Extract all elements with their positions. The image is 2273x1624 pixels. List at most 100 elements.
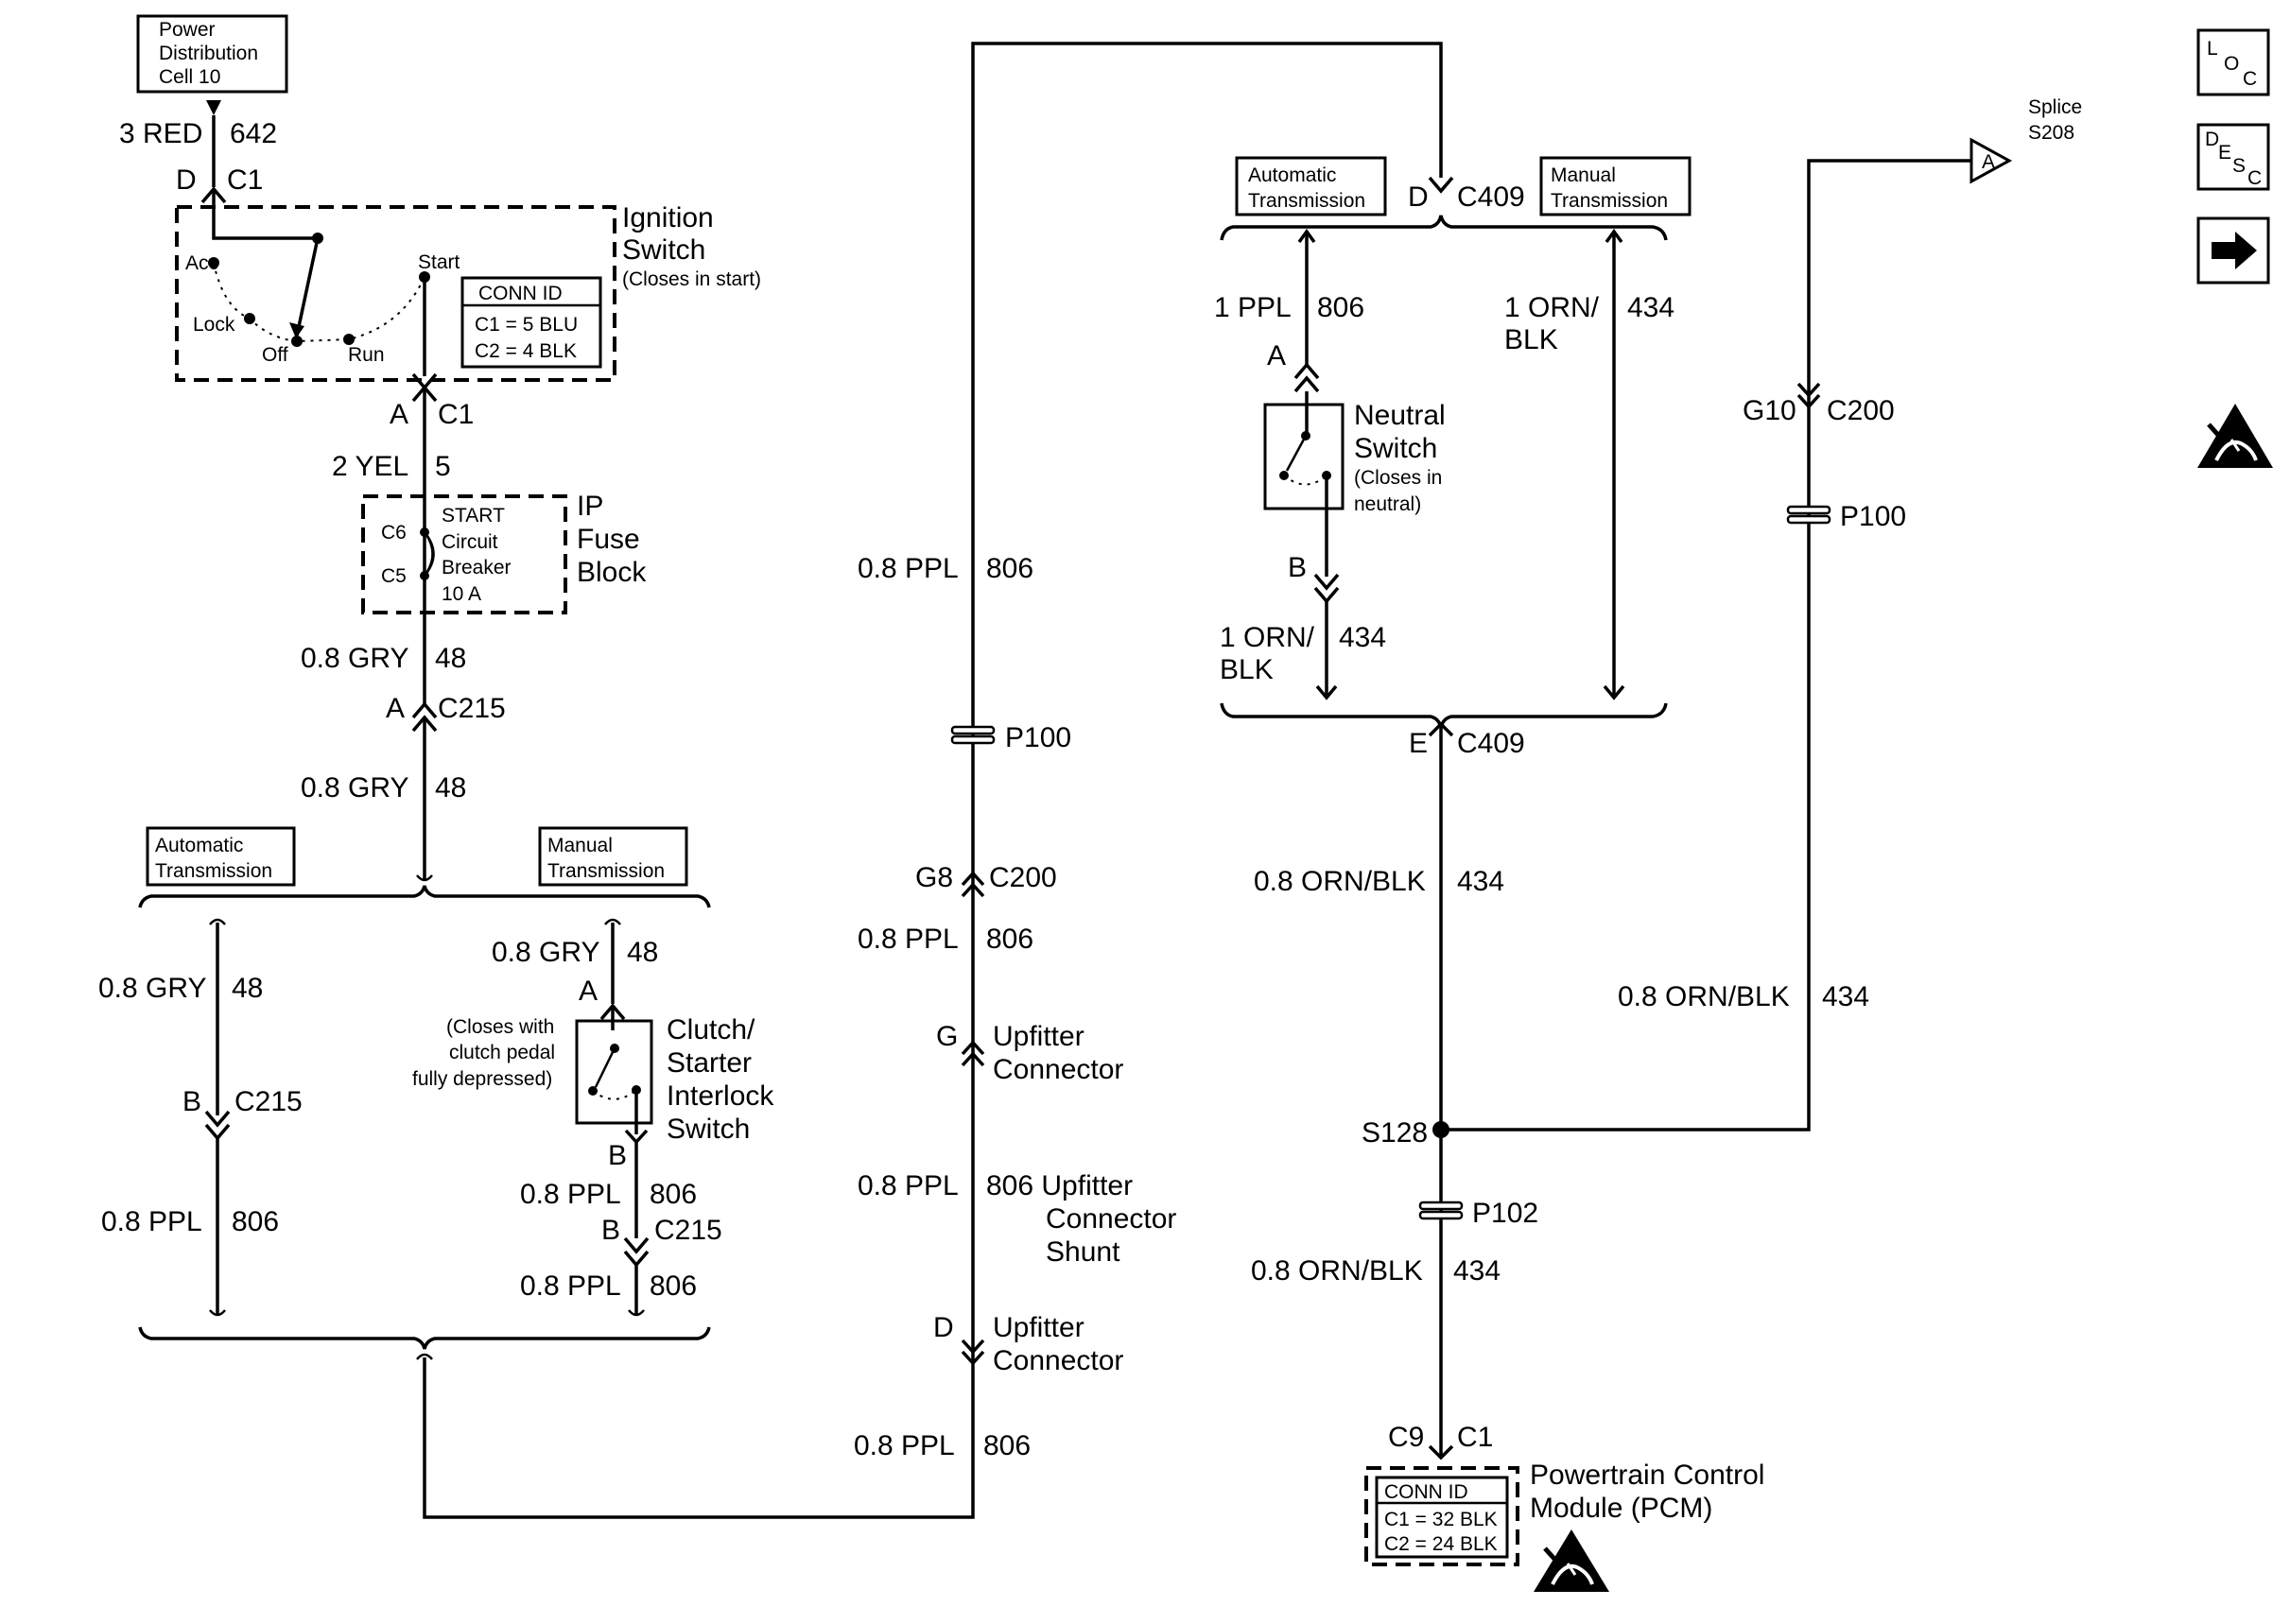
clutch-switch-title: Interlock (667, 1080, 774, 1112)
description-button[interactable]: D E S C (2196, 123, 2270, 191)
splice-ref-letter: A (1982, 151, 1995, 173)
breaker-label: Breaker (442, 557, 512, 579)
splice-label: S128 (1362, 1117, 1428, 1149)
auto-trans-left-box: Automatic Transmission (146, 826, 296, 887)
ip-fuse-block-title: Fuse (577, 524, 640, 555)
wire-color-label: 0.8 GRY (301, 643, 409, 674)
clutch-switch-title: Clutch/ (667, 1014, 755, 1045)
svg-text:C1 = 32 BLK: C1 = 32 BLK (1384, 1509, 1498, 1530)
pass-through-label: P102 (1472, 1198, 1538, 1229)
run-label: Run (348, 344, 385, 366)
ip-fuse-block-box (361, 494, 567, 614)
wire-color-label: 0.8 ORN/BLK (1254, 866, 1426, 897)
pin-label: G10 (1743, 395, 1796, 426)
splice-ref-label: S208 (2028, 122, 2074, 144)
wire-color-label: 0.8 GRY (98, 973, 207, 1004)
circuit-number-label: 48 (435, 772, 466, 803)
circuit-number-label: 434 (1627, 292, 1674, 323)
svg-text:L: L (2207, 38, 2218, 60)
circuit-number-label: 642 (230, 118, 277, 149)
splice-ref-triangle (1969, 137, 2013, 184)
clutch-note: clutch pedal (449, 1042, 555, 1063)
pin-label: D (1408, 181, 1429, 213)
svg-text:C1 = 5 BLU: C1 = 5 BLU (475, 314, 578, 336)
connector-label: C200 (989, 862, 1057, 893)
ignition-switch-box (175, 205, 616, 382)
wire-color-label: 1 PPL (1214, 292, 1292, 323)
wire-color-label: 0.8 ORN/BLK (1618, 981, 1790, 1012)
svg-text:C: C (2243, 68, 2257, 90)
wire-color-label: 0.8 PPL (520, 1270, 621, 1302)
svg-text:C2 = 24 BLK: C2 = 24 BLK (1384, 1533, 1498, 1555)
circuit-number-label: 48 (232, 973, 263, 1004)
neutral-switch-note: neutral) (1354, 493, 1421, 515)
wire-color-label: 0.8 PPL (858, 924, 959, 955)
breaker-label: Circuit (442, 531, 498, 553)
pin-label: B (182, 1086, 201, 1117)
clutch-note: (Closes with (446, 1016, 554, 1038)
circuit-number-label: 806 (650, 1179, 697, 1210)
pin-label: A (390, 399, 408, 430)
manual-trans-right-box: Manual Transmission (1539, 156, 1692, 216)
svg-text:O: O (2224, 53, 2239, 75)
shunt-label: Shunt (1046, 1236, 1120, 1268)
pin-label: G8 (915, 862, 953, 893)
neutral-switch-title: Neutral (1354, 400, 1446, 431)
wire-color-label: 3 RED (119, 118, 202, 149)
p100-right-passthrough-icon (1786, 505, 1831, 525)
wire-color-label: 1 ORN/ (1220, 622, 1315, 653)
wire-color-label: 1 ORN/ (1504, 292, 1600, 323)
ignition-switch-note: (Closes in start) (622, 268, 761, 290)
svg-text:Automatic: Automatic (155, 835, 243, 856)
circuit-number-label: 434 (1453, 1255, 1501, 1287)
connector-label: C1 (1457, 1422, 1493, 1453)
circuit-number-label: 434 (1339, 622, 1386, 653)
pin-label: C9 (1388, 1422, 1424, 1453)
terminal-arrow-icon (206, 100, 221, 115)
svg-text:Transmission: Transmission (1551, 190, 1668, 212)
esd-sensitive-icon (1534, 1529, 1609, 1592)
pin-label: G (936, 1021, 958, 1052)
right-arrow-icon (2212, 232, 2257, 269)
svg-text:Transmission: Transmission (155, 860, 272, 882)
c5-label: C5 (381, 565, 407, 587)
circuit-number-label: 806 (650, 1270, 697, 1302)
clutch-switch-title: Starter (667, 1047, 752, 1079)
wire-color-label: BLK (1504, 324, 1558, 355)
next-page-button[interactable] (2196, 216, 2270, 285)
upfitter-connector-label: Upfitter (993, 1021, 1084, 1052)
svg-text:CONN ID: CONN ID (478, 283, 563, 304)
wire-color-label: 2 YEL (332, 451, 408, 482)
ignition-switch-title: Ignition (622, 202, 714, 233)
ignition-conn-id-table: CONN ID C1 = 5 BLU C2 = 4 BLK (460, 276, 602, 369)
pin-label: B (608, 1140, 627, 1171)
location-button[interactable]: L O C (2196, 28, 2270, 96)
svg-text:S: S (2232, 155, 2246, 177)
wire-color-label: 0.8 PPL (520, 1179, 621, 1210)
wire-color-label: 0.8 GRY (301, 772, 409, 803)
svg-text:Cell 10: Cell 10 (159, 66, 220, 88)
wire-color-label: 0.8 GRY (492, 937, 600, 968)
svg-text:D: D (2205, 129, 2219, 150)
pin-label: A (386, 693, 405, 724)
wire-color-label: 0.8 PPL (858, 1170, 959, 1201)
svg-text:Transmission: Transmission (547, 860, 665, 882)
circuit-number-label: 48 (627, 937, 658, 968)
wire-color-label: 0.8 PPL (854, 1430, 955, 1461)
pin-label: E (1409, 728, 1428, 759)
upfitter-connector-label: Connector (993, 1345, 1123, 1376)
svg-text:Manual: Manual (1551, 164, 1616, 186)
circuit-number-label: 806 (232, 1206, 279, 1237)
wire-color-label: 0.8 ORN/BLK (1251, 1255, 1423, 1287)
acc-label: Acc (185, 252, 218, 274)
circuit-number-label: 5 (435, 451, 451, 482)
connector-label: C215 (654, 1215, 722, 1246)
connector-label: C215 (234, 1086, 303, 1117)
connector-label: C1 (438, 399, 474, 430)
shunt-label: 806 Upfitter (986, 1170, 1133, 1201)
auto-trans-right-box: Automatic Transmission (1235, 156, 1387, 216)
circuit-number-label: 48 (435, 643, 466, 674)
connector-label: C409 (1457, 728, 1525, 759)
clutch-switch-title: Switch (667, 1114, 750, 1145)
circuit-number-label: 806 (986, 924, 1033, 955)
